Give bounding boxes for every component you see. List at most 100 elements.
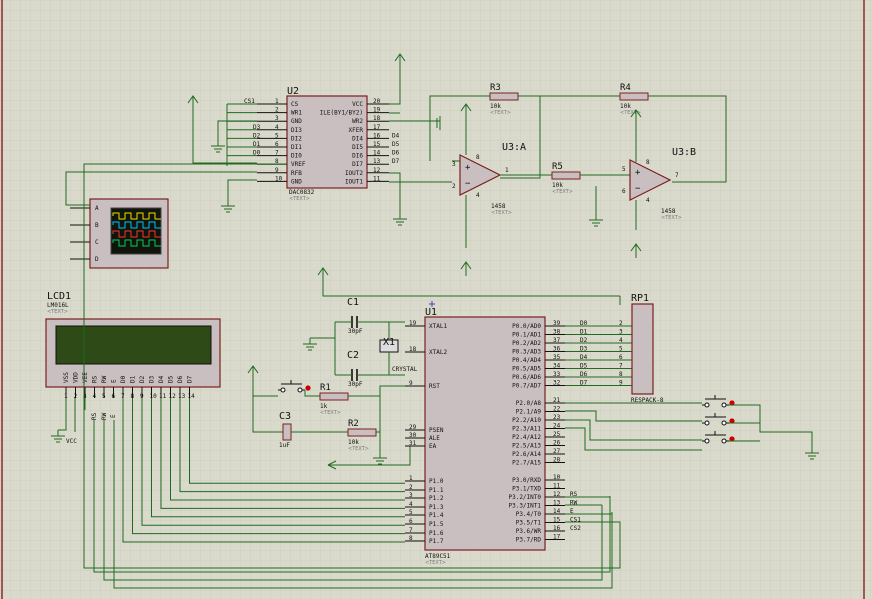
u2-right-pin-number: 13 (373, 158, 381, 165)
u3b-opamp-pin-out: 7 (675, 172, 679, 179)
u1-left-pin-number: 29 (409, 424, 417, 431)
r4-resistor-text: <TEXT> (620, 110, 641, 116)
u2-rfb-to-scope-wire (65, 171, 257, 206)
u2-right-pin-name: XFER (349, 127, 364, 134)
u1-left-pin-name: P1.1 (429, 487, 444, 494)
p2-1-key-wire (565, 410, 702, 422)
u1-left-pin-name: XTAL2 (429, 349, 447, 356)
r1-resistor-text: <TEXT> (320, 410, 341, 416)
u1-left-pin-number: 19 (409, 320, 417, 327)
u2-right-pin-name: IOUT1 (345, 178, 363, 185)
u3a-feedback-out-wire (500, 96, 541, 179)
u1-p0-pin-number: 37 (553, 337, 561, 344)
lcd1-pin-number: 13 (178, 393, 186, 400)
u2-left-net: D3 (253, 124, 261, 131)
u1-p3-pin-number: 13 (553, 500, 561, 507)
power-symbol (460, 261, 472, 276)
p2-key-button[interactable] (702, 431, 735, 444)
u1-p2-pin-number: 28 (553, 457, 561, 464)
lcd1-to-p1-wire (189, 398, 405, 484)
u3a-opamp-part: 1458 (491, 203, 506, 210)
u2-left-pin-number: 2 (275, 107, 279, 114)
c3-ref: C3 (279, 411, 291, 422)
lcd1-pin-name: D2 (139, 375, 146, 383)
u2-right-pin-number: 18 (373, 115, 381, 122)
u3b-vcc-power-icon (630, 109, 642, 124)
u1-p3-pin-number: 17 (553, 534, 561, 541)
u2-iout2-wire (389, 172, 401, 213)
u2-right-pin-name: IOUT2 (345, 170, 363, 177)
u3b-vee-power-icon (630, 243, 642, 258)
r1-resistor-value: 1k (320, 403, 328, 410)
u1-left-pin-number: 7 (409, 527, 413, 534)
u2-vref-wire (192, 110, 257, 164)
p2-key-button[interactable] (702, 395, 735, 408)
r2-resistor-text: <TEXT> (348, 446, 369, 452)
lcd1-ref: LCD1 (47, 291, 71, 302)
ground-symbol (221, 200, 235, 213)
lcd1-pin-name: D4 (158, 375, 165, 383)
r1-resistor-body (319, 392, 349, 401)
r2-resistor-ref: R2 (348, 419, 359, 429)
lcd1-pin-name: VSS (63, 372, 70, 383)
r5-resistor-text: <TEXT> (552, 189, 573, 195)
u2-right-net: D5 (392, 141, 400, 148)
r1-left-wire (304, 390, 320, 397)
x1-ref: X1 (383, 337, 395, 348)
ground-symbol (51, 430, 65, 443)
u3a-feedback-top-wire (429, 95, 490, 161)
u2-ground-icon (211, 140, 225, 153)
lcd1-pin-name: RW (101, 375, 108, 383)
u1-p2-pin-name: P2.6/A14 (512, 451, 541, 458)
r3-resistor-value: 10k (490, 103, 501, 110)
lcd1-to-p1-wire (122, 398, 405, 543)
r2-resistor-value: 10k (348, 439, 359, 446)
u1-left-pin-number: 6 (409, 518, 413, 525)
lcd1-ground-icon (51, 430, 65, 443)
lcd1-pin-number: 12 (169, 393, 177, 400)
lcd1-display[interactable]: LCD1LM016L<TEXT>VSS1VDD2VEE3RS4RW5E6D07D… (45, 291, 221, 400)
u1-left-pin-name: P1.4 (429, 512, 444, 519)
lcd1-to-p1-wire (132, 398, 405, 535)
u2-left-pin-name: GND (291, 118, 302, 125)
u2-left-pin-name: DI2 (291, 135, 302, 142)
r2-resistor-body (347, 428, 377, 437)
u1-p0-net: D2 (580, 337, 588, 344)
u3a-opamp-body (459, 154, 502, 196)
u1-p0-net: D5 (580, 363, 588, 370)
u1-p0-pin-name: P0.0/AD0 (512, 323, 541, 330)
u1-p0-pin-name: P0.4/AD4 (512, 357, 541, 364)
reset-vcc-power-icon (317, 267, 329, 282)
u2-right-pin-name: WR2 (352, 118, 363, 125)
c2-value: 30pF (348, 381, 363, 388)
u3b-opamp-pin-vp: 8 (646, 159, 650, 166)
lcd1-pin-name: VEE (82, 372, 89, 383)
p2-key-button-pin-a (704, 420, 710, 426)
lcd1-e-route-wire (113, 420, 613, 589)
rp1-pin-number: 2 (619, 320, 623, 327)
reset-pushbutton[interactable] (278, 380, 311, 393)
r2-ground-icon (373, 452, 387, 465)
oscilloscope-trace (112, 212, 161, 220)
lcd1-to-p1-wire (141, 398, 405, 526)
u1-left-pin-name: P1.2 (429, 495, 444, 502)
crystal-ground-icon (303, 338, 317, 351)
p2-key-button-pin-b (721, 402, 727, 408)
u1-left-pin-number: 5 (409, 509, 413, 516)
c1-ref: C1 (347, 297, 359, 308)
p2-key-button[interactable] (702, 413, 735, 426)
u1-p2-pin-name: P2.4/A12 (512, 434, 541, 441)
p2-key-button-indicator-icon (729, 418, 735, 424)
u2-vcc-wire (389, 68, 401, 105)
u2-left-net: D1 (253, 141, 261, 148)
rp1-pin-number: 9 (619, 380, 623, 387)
u3a-opamp-pin-vp: 8 (476, 154, 480, 161)
lcd1-vss-wire (58, 398, 67, 431)
